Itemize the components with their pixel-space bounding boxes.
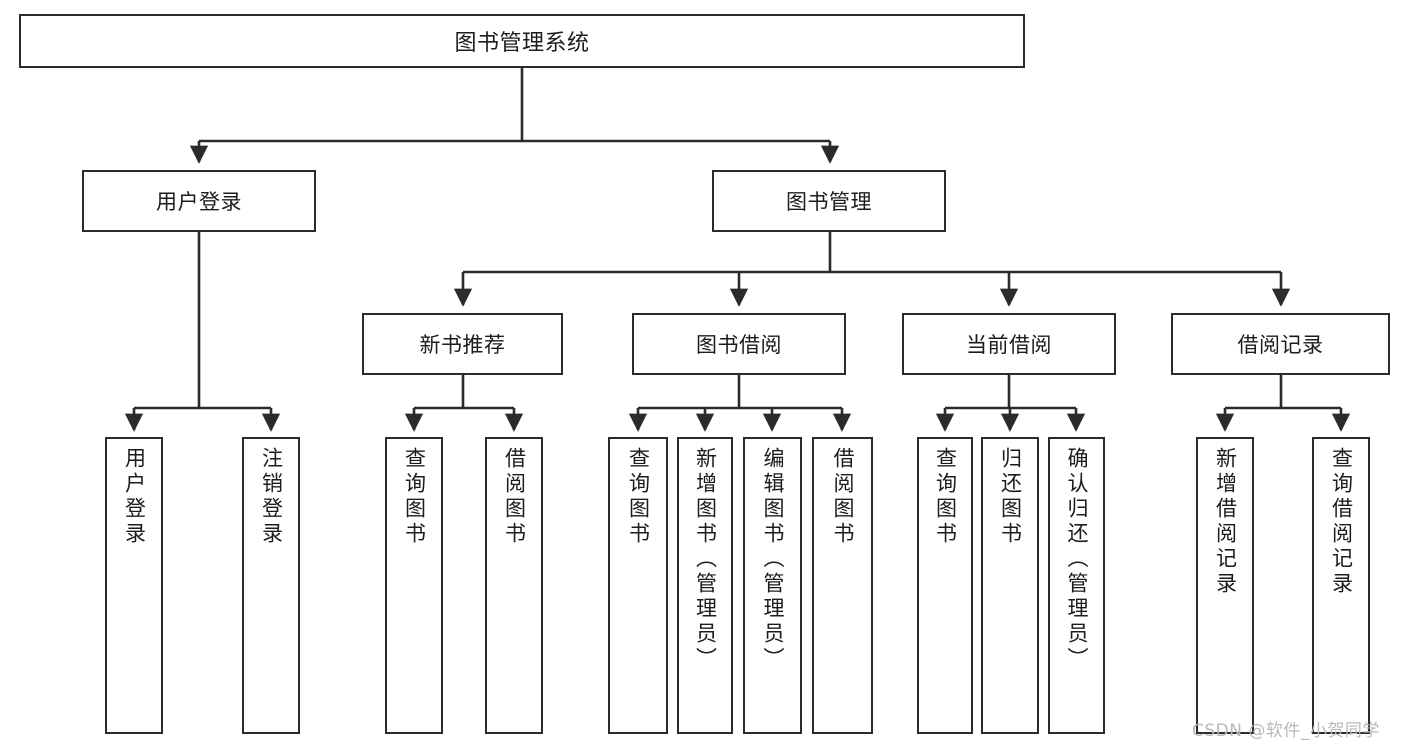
node-label: 注销登录 <box>259 447 284 547</box>
leaf-query-book-current[interactable]: 查询图书 <box>917 437 973 734</box>
node-label: 查询借阅记录 <box>1329 447 1354 597</box>
node-label: 借阅图书 <box>502 447 527 547</box>
node-root-system[interactable]: 图书管理系统 <box>19 14 1025 68</box>
node-label: 图书管理系统 <box>454 31 590 56</box>
node-label: 编辑图书（管理员） <box>761 447 785 672</box>
wire-group-book-borrow <box>628 375 852 432</box>
node-label: 新增借阅记录 <box>1213 447 1238 597</box>
leaf-confirm-return-admin[interactable]: 确认归还（管理员） <box>1048 437 1105 734</box>
node-label: 图书借阅 <box>696 333 782 357</box>
leaf-edit-book-admin[interactable]: 编辑图书（管理员） <box>743 437 802 734</box>
node-label: 当前借阅 <box>966 333 1052 357</box>
wire-group-current-borrow <box>935 375 1086 432</box>
wire-group-book-manage <box>453 232 1291 307</box>
wire-group-root <box>189 68 840 164</box>
node-current-borrow[interactable]: 当前借阅 <box>902 313 1116 375</box>
node-label: 归还图书 <box>998 447 1023 547</box>
leaf-borrow-book-recommend[interactable]: 借阅图书 <box>485 437 543 734</box>
leaf-query-borrow-record[interactable]: 查询借阅记录 <box>1312 437 1370 734</box>
leaf-user-logout[interactable]: 注销登录 <box>242 437 300 734</box>
csdn-watermark: CSDN @软件_小贺同学 <box>1192 721 1380 741</box>
node-label: 查询图书 <box>402 447 427 547</box>
node-label: 新增图书（管理员） <box>693 447 718 672</box>
leaf-return-book[interactable]: 归还图书 <box>981 437 1039 734</box>
node-new-book-recommend[interactable]: 新书推荐 <box>362 313 563 375</box>
leaf-user-login[interactable]: 用户登录 <box>105 437 163 734</box>
node-book-manage[interactable]: 图书管理 <box>712 170 946 232</box>
leaf-add-borrow-record[interactable]: 新增借阅记录 <box>1196 437 1254 734</box>
node-label: 用户登录 <box>122 447 147 547</box>
node-borrow-record[interactable]: 借阅记录 <box>1171 313 1390 375</box>
node-label: 借阅图书 <box>831 447 855 547</box>
node-label: 确认归还（管理员） <box>1065 447 1089 672</box>
wire-group-borrow-record <box>1215 375 1351 432</box>
node-label: 借阅记录 <box>1237 333 1324 357</box>
leaf-borrow-book[interactable]: 借阅图书 <box>812 437 873 734</box>
wire-group-new-book-rec <box>404 375 524 432</box>
wire-group-user-login <box>124 232 281 432</box>
node-label: 查询图书 <box>933 447 958 547</box>
node-label: 用户登录 <box>156 190 242 214</box>
leaf-query-book-borrow[interactable]: 查询图书 <box>608 437 668 734</box>
node-book-borrow[interactable]: 图书借阅 <box>632 313 846 375</box>
leaf-add-book-admin[interactable]: 新增图书（管理员） <box>677 437 733 734</box>
node-label: 查询图书 <box>626 447 651 547</box>
node-label: 新书推荐 <box>419 333 506 357</box>
node-user-login[interactable]: 用户登录 <box>82 170 316 232</box>
leaf-query-book-recommend[interactable]: 查询图书 <box>385 437 443 734</box>
node-label: 图书管理 <box>786 190 872 214</box>
